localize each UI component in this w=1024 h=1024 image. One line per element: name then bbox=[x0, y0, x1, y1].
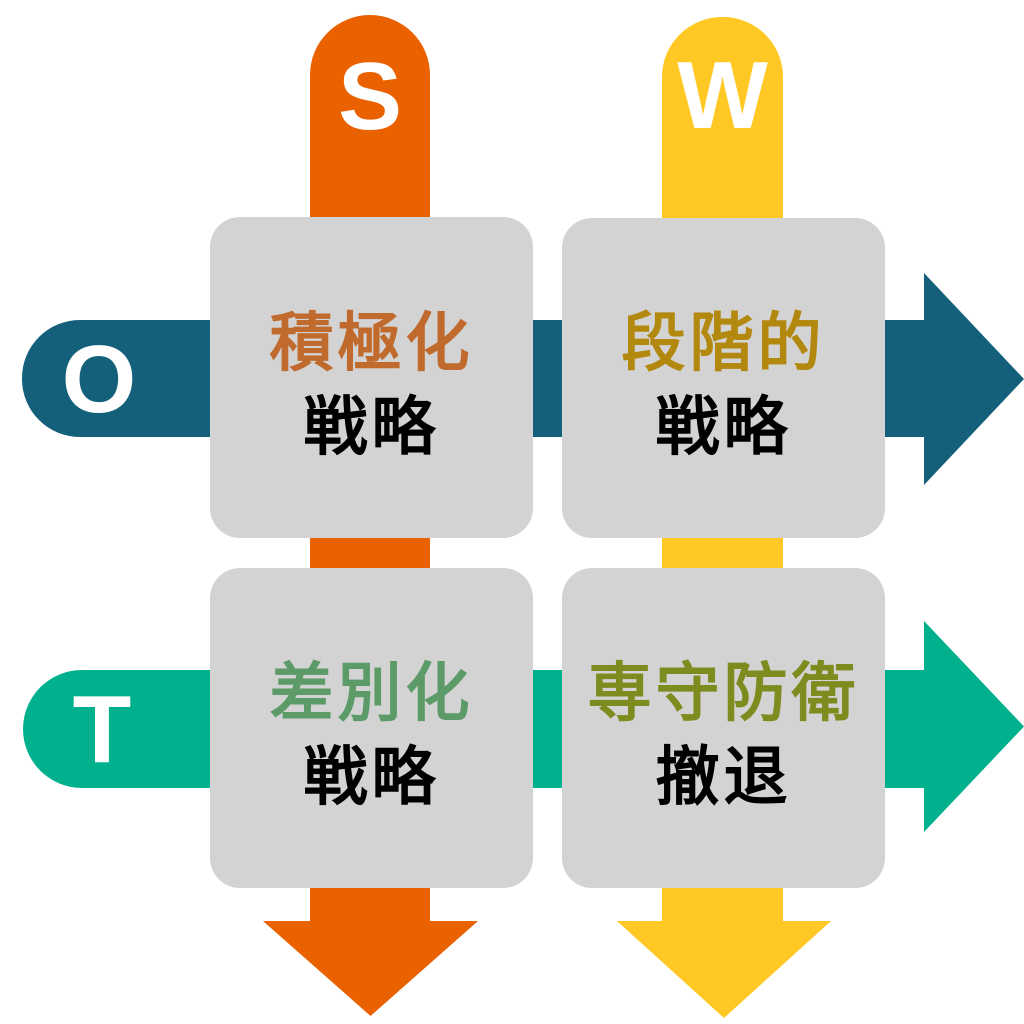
quadrant-st-box: 差別化 戦略 bbox=[210, 568, 533, 888]
threat-arrow-right-head bbox=[924, 621, 1024, 832]
quadrant-wo-box: 段階的 戦略 bbox=[562, 218, 885, 538]
quadrant-wt-box: 専守防衛 撤退 bbox=[562, 568, 885, 888]
opportunity-arrow-right-head bbox=[924, 273, 1024, 485]
strength-arrow-down-head bbox=[263, 921, 478, 1016]
quadrant-st-strategy-name: 差別化 bbox=[269, 657, 474, 729]
threat-arrow-label: T bbox=[72, 676, 132, 783]
quadrant-wo-strategy-suffix: 戦略 bbox=[655, 391, 792, 463]
opportunity-arrow-label: O bbox=[61, 326, 137, 433]
quadrant-wt-strategy-name: 専守防衛 bbox=[587, 657, 860, 729]
quadrant-so-box: 積極化 戦略 bbox=[210, 217, 533, 538]
strength-arrow-label: S bbox=[337, 43, 403, 150]
quadrant-wt-strategy-suffix: 撤退 bbox=[655, 741, 792, 813]
quadrant-st-strategy-suffix: 戦略 bbox=[303, 741, 440, 813]
quadrant-so-strategy-suffix: 戦略 bbox=[303, 390, 440, 463]
quadrant-so-strategy-name: 積極化 bbox=[269, 306, 474, 379]
weakness-arrow-label: W bbox=[677, 42, 768, 149]
weakness-arrow-down-head bbox=[617, 921, 831, 1018]
quadrant-wo-strategy-name: 段階的 bbox=[621, 307, 826, 379]
